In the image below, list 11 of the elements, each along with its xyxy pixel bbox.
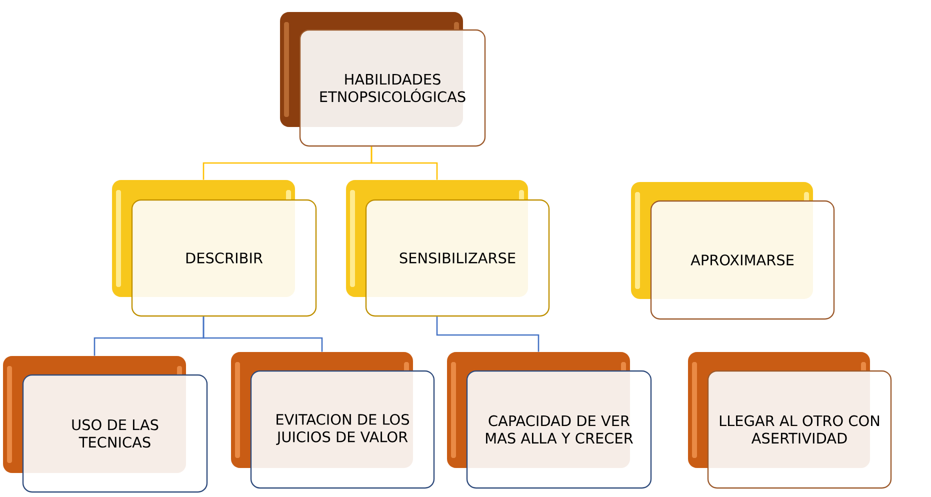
text-box: DESCRIBIR [112, 180, 317, 317]
text-box: HABILIDADES ETNOPSICOLÓGICAS [280, 12, 486, 147]
text-box: CAPACIDAD DE VER MAS ALLA Y CRECER [447, 352, 652, 489]
connector-line [436, 316, 540, 352]
text-box: APROXIMARSE [631, 182, 835, 320]
connector-line [370, 146, 438, 180]
text-box: LLEGAR AL OTRO CON ASERTIVIDAD [688, 352, 892, 489]
text-box: SENSIBILIZARSE [346, 180, 550, 317]
text-box: USO DE LAS TECNICAS [3, 356, 208, 493]
text-box: EVITACION DE LOS JUICIOS DE VALOR [231, 352, 435, 489]
connector-line [202, 316, 323, 352]
